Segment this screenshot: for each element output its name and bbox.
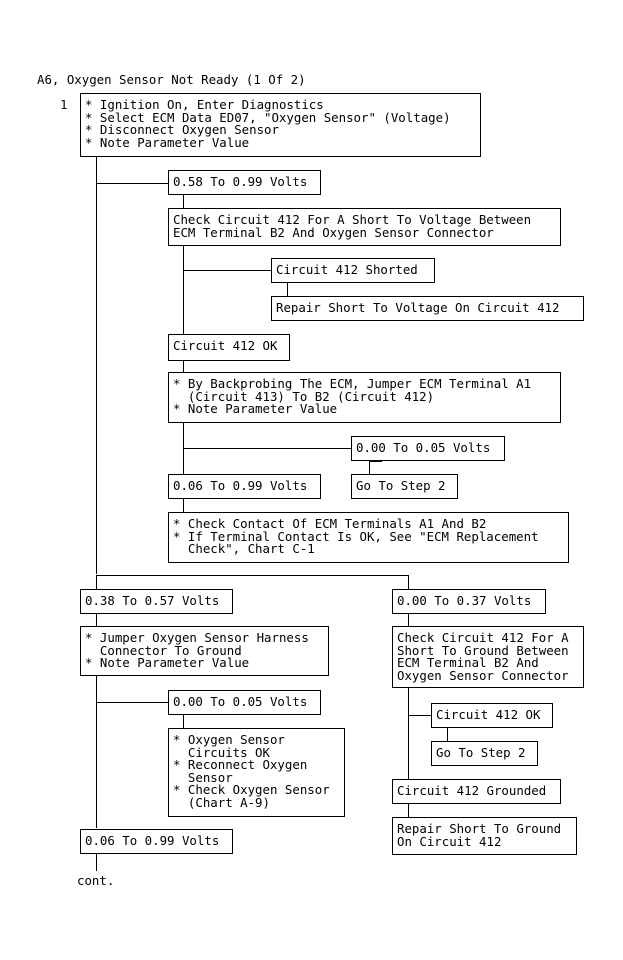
box-line: * Note Parameter Value	[85, 134, 250, 150]
check-box: Check Circuit 412 For A Short To Ground …	[392, 626, 584, 688]
box-line: * Ignition On, Enter Diagnostics	[85, 97, 324, 112]
box-line: 0.06 To 0.99 Volts	[173, 478, 308, 493]
connector-line	[96, 614, 97, 626]
box-line: 0.38 To 0.57 Volts	[85, 593, 220, 608]
connector-line	[447, 728, 448, 741]
connector-line	[369, 461, 370, 474]
box-line: Circuit 412 Grounded	[397, 783, 547, 798]
connector-line	[408, 804, 409, 817]
branch-line	[408, 715, 432, 716]
box-line: 0.58 To 0.99 Volts	[173, 174, 308, 189]
connector-line	[183, 715, 184, 728]
split-line	[96, 575, 409, 576]
box-line: ECM Terminal B2 And Oxygen Sensor Connec…	[173, 224, 494, 240]
box-line: * Check Oxygen Sensor	[173, 782, 330, 798]
step-instructions-box: * Ignition On, Enter Diagnostics * Selec…	[80, 93, 481, 157]
right-trunk-line	[408, 688, 409, 779]
box-line: Check", Chart C-1	[173, 541, 315, 557]
box-line: * Select ECM Data ED07, "Oxygen Sensor" …	[85, 109, 451, 125]
result-box: 0.58 To 0.99 Volts	[168, 170, 321, 195]
result-box: 0.38 To 0.57 Volts	[80, 589, 233, 614]
box-line: Circuit 412 Shorted	[276, 262, 418, 277]
box-line: (Circuit 413) To B2 (Circuit 412)	[173, 388, 435, 404]
box-line: Repair Short To Ground	[397, 821, 562, 836]
page-title: A6, Oxygen Sensor Not Ready (1 Of 2)	[37, 72, 306, 87]
box-line: Circuit 412 OK	[173, 338, 278, 353]
instruction-box: * Check Contact Of ECM Terminals A1 And …	[168, 512, 569, 563]
connector-line	[408, 614, 409, 626]
goto-box: Go To Step 2	[431, 741, 538, 766]
box-line: Repair Short To Voltage On Circuit 412	[276, 300, 560, 315]
box-line: 0.00 To 0.37 Volts	[397, 593, 532, 608]
result-box: 0.06 To 0.99 Volts	[168, 474, 321, 499]
connector-line	[96, 575, 97, 589]
box-line: * Jumper Oxygen Sensor Harness	[85, 630, 309, 645]
goto-box: Go To Step 2	[351, 474, 458, 499]
branch-line	[183, 448, 352, 449]
connector-line	[183, 499, 184, 512]
connector-line	[183, 361, 184, 373]
connector-line	[183, 195, 184, 209]
box-line: * If Terminal Contact Is OK, See "ECM Re…	[173, 528, 539, 544]
box-line: * Check Contact Of ECM Terminals A1 And …	[173, 516, 487, 531]
connector-line	[287, 283, 288, 297]
connector-line	[96, 854, 97, 871]
instruction-box: * Jumper Oxygen Sensor Harness Connector…	[80, 626, 329, 676]
left-trunk-line	[96, 676, 97, 828]
result-box: 0.00 To 0.37 Volts	[392, 589, 546, 614]
box-line: * Disconnect Oxygen Sensor	[85, 122, 279, 138]
box-line: * Note Parameter Value	[173, 401, 338, 417]
result-box: Circuit 412 OK	[431, 703, 553, 728]
connector-line	[183, 245, 184, 335]
box-line: * Note Parameter Value	[85, 655, 250, 671]
box-line: 0.06 To 0.99 Volts	[85, 833, 220, 848]
branch-line	[96, 183, 169, 184]
result-box: Circuit 412 Shorted	[271, 258, 435, 283]
action-box: Repair Short To Ground On Circuit 412	[392, 817, 577, 855]
box-line: Short To Ground Between	[397, 642, 569, 658]
result-box: 0.00 To 0.05 Volts	[168, 690, 321, 715]
result-box: Circuit 412 OK	[168, 334, 290, 361]
connector-line	[408, 575, 409, 589]
box-line: Oxygen Sensor Connector	[397, 667, 569, 683]
continued-label: cont.	[77, 873, 115, 888]
box-line: Check Circuit 412 For A	[397, 630, 569, 645]
box-line: Connector To Ground	[85, 642, 242, 658]
box-line: Sensor	[173, 769, 233, 785]
instruction-box: * Oxygen Sensor Circuits OK * Reconnect …	[168, 728, 345, 817]
step-number: 1	[60, 97, 68, 112]
box-line: (Chart A-9)	[173, 794, 270, 810]
box-line: ECM Terminal B2 And	[397, 655, 539, 671]
branch-line	[96, 702, 169, 703]
box-line: On Circuit 412	[397, 833, 502, 849]
box-line: Check Circuit 412 For A Short To Voltage…	[173, 212, 532, 227]
box-line: Circuits OK	[173, 744, 270, 760]
box-line: 0.00 To 0.05 Volts	[173, 694, 308, 709]
box-line: * Oxygen Sensor	[173, 732, 285, 747]
result-box: Circuit 412 Grounded	[392, 779, 561, 804]
instruction-box: * By Backprobing The ECM, Jumper ECM Ter…	[168, 372, 561, 423]
action-box: Repair Short To Voltage On Circuit 412	[271, 296, 584, 321]
box-line: 0.00 To 0.05 Volts	[356, 440, 491, 455]
main-trunk-line	[96, 157, 97, 574]
result-box: 0.06 To 0.99 Volts	[80, 829, 233, 854]
box-line: Go To Step 2	[356, 478, 446, 493]
branch-line	[183, 270, 272, 271]
box-line: Circuit 412 OK	[436, 707, 541, 722]
box-line: Go To Step 2	[436, 745, 526, 760]
box-line: * Reconnect Oxygen	[173, 757, 308, 773]
check-box: Check Circuit 412 For A Short To Voltage…	[168, 208, 561, 246]
connector-line	[369, 461, 382, 462]
result-box: 0.00 To 0.05 Volts	[351, 436, 505, 461]
box-line: * By Backprobing The ECM, Jumper ECM Ter…	[173, 376, 532, 391]
